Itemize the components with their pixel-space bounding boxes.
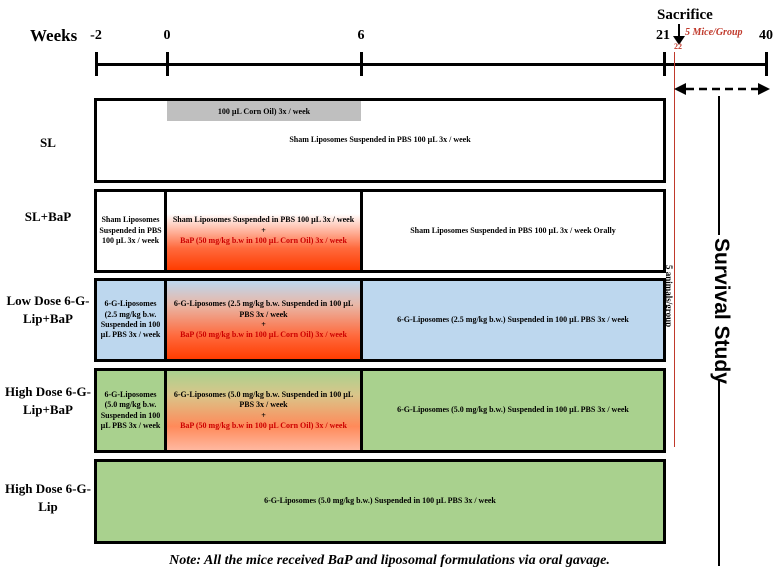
tick-label-6: 6	[357, 28, 365, 43]
tick-40	[765, 52, 768, 76]
slbap-post-box: Sham Liposomes Suspended in PBS 100 µL 3…	[360, 189, 666, 273]
sacrifice-label: Sacrifice	[657, 7, 713, 23]
survival-label-bg	[700, 235, 740, 380]
high-pre-text: 6-G-Liposomes (5.0 mg/kg b.w. Suspended …	[100, 389, 161, 430]
high-post-text: 6-G-Liposomes (5.0 mg/kg b.w.) Suspended…	[397, 405, 629, 415]
tick-21	[663, 52, 666, 76]
row-label-high: High Dose 6-G-Lip+BaP	[5, 384, 91, 417]
high-mid-text: 6-G-Liposomes (5.0 mg/kg b.w. Suspended …	[173, 389, 354, 410]
mice-per-group-label: 5 Mice/Group	[685, 27, 743, 38]
high-bap-text: BaP (50 mg/kg b.w in 100 µL Corn Oil) 3x…	[180, 420, 347, 430]
row-label-slbap: SL+BaP	[24, 209, 72, 224]
slbap-mid-box: Sham Liposomes Suspended in PBS 100 µL 3…	[164, 189, 363, 273]
high-mid-box: 6-G-Liposomes (5.0 mg/kg b.w. Suspended …	[164, 368, 363, 453]
tick-0	[166, 52, 169, 76]
low-mid-box: 6-G-Liposomes (2.5 mg/kg b.w. Suspended …	[164, 278, 363, 362]
high-plus: +	[261, 410, 266, 420]
sacrifice-arrow-icon	[673, 24, 685, 45]
sacrifice-week-label: 22	[674, 42, 682, 51]
sl-main-text: Sham Liposomes Suspended in PBS 100 µL 3…	[289, 135, 471, 145]
low-post-box: 6-G-Liposomes (2.5 mg/kg b.w.) Suspended…	[360, 278, 666, 362]
survival-study-label: Survival Study	[710, 238, 733, 384]
slbap-pre-text: Sham Liposomes Suspended in PBS 100 µL 3…	[99, 215, 162, 246]
corn-oil-bar: 100 µL Corn Oil) 3x / week	[167, 101, 361, 121]
row-label-highlip: High Dose 6-G-Lip	[5, 481, 91, 514]
low-plus: +	[261, 320, 266, 329]
sacrifice-line	[674, 52, 675, 447]
survival-dashed-arrow	[674, 83, 770, 95]
tick-label-21: 21	[656, 28, 670, 43]
note-text: Note: All the mice received BaP and lipo…	[169, 553, 610, 568]
slbap-mid-text: Sham Liposomes Suspended in PBS 100 µL 3…	[172, 215, 355, 225]
tick-minus2	[95, 52, 98, 76]
weeks-label: Weeks	[30, 26, 78, 45]
low-mid-text: 6-G-Liposomes (2.5 mg/kg b.w. Suspended …	[173, 299, 354, 319]
low-bap-text: BaP (50 mg/kg b.w in 100 µL Corn Oil) 3x…	[180, 330, 347, 340]
tick-label-0: 0	[163, 28, 171, 43]
slbap-bap-text: BaP (50 mg/kg b.w in 100 µL Corn Oil) 3x…	[180, 236, 347, 246]
row-label-low: Low Dose 6-G-Lip+BaP	[6, 293, 90, 326]
tick-6	[360, 52, 363, 76]
timeline-axis	[95, 63, 768, 66]
tick-label-40: 40	[759, 28, 773, 43]
slbap-plus: +	[261, 225, 266, 235]
low-pre-text: 6-G-Liposomes (2.5 mg/kg b.w. Suspended …	[100, 299, 161, 340]
slbap-pre-box: Sham Liposomes Suspended in PBS 100 µL 3…	[94, 189, 167, 273]
low-post-text: 6-G-Liposomes (2.5 mg/kg b.w.) Suspended…	[397, 314, 629, 324]
low-pre-box: 6-G-Liposomes (2.5 mg/kg b.w. Suspended …	[94, 278, 167, 362]
row-label-sl: SL	[40, 135, 56, 150]
highlip-box: 6-G-Liposomes (5.0 mg/kg b.w.) Suspended…	[94, 459, 666, 544]
slbap-post-text: Sham Liposomes Suspended in PBS 100 µL 3…	[410, 225, 616, 235]
highlip-main-text: 6-G-Liposomes (5.0 mg/kg b.w.) Suspended…	[264, 496, 496, 506]
high-pre-box: 6-G-Liposomes (5.0 mg/kg b.w. Suspended …	[94, 368, 167, 453]
high-post-box: 6-G-Liposomes (5.0 mg/kg b.w.) Suspended…	[360, 368, 666, 453]
tick-label-minus2: -2	[90, 28, 102, 43]
corn-oil-text: 100 µL Corn Oil) 3x / week	[217, 106, 311, 116]
